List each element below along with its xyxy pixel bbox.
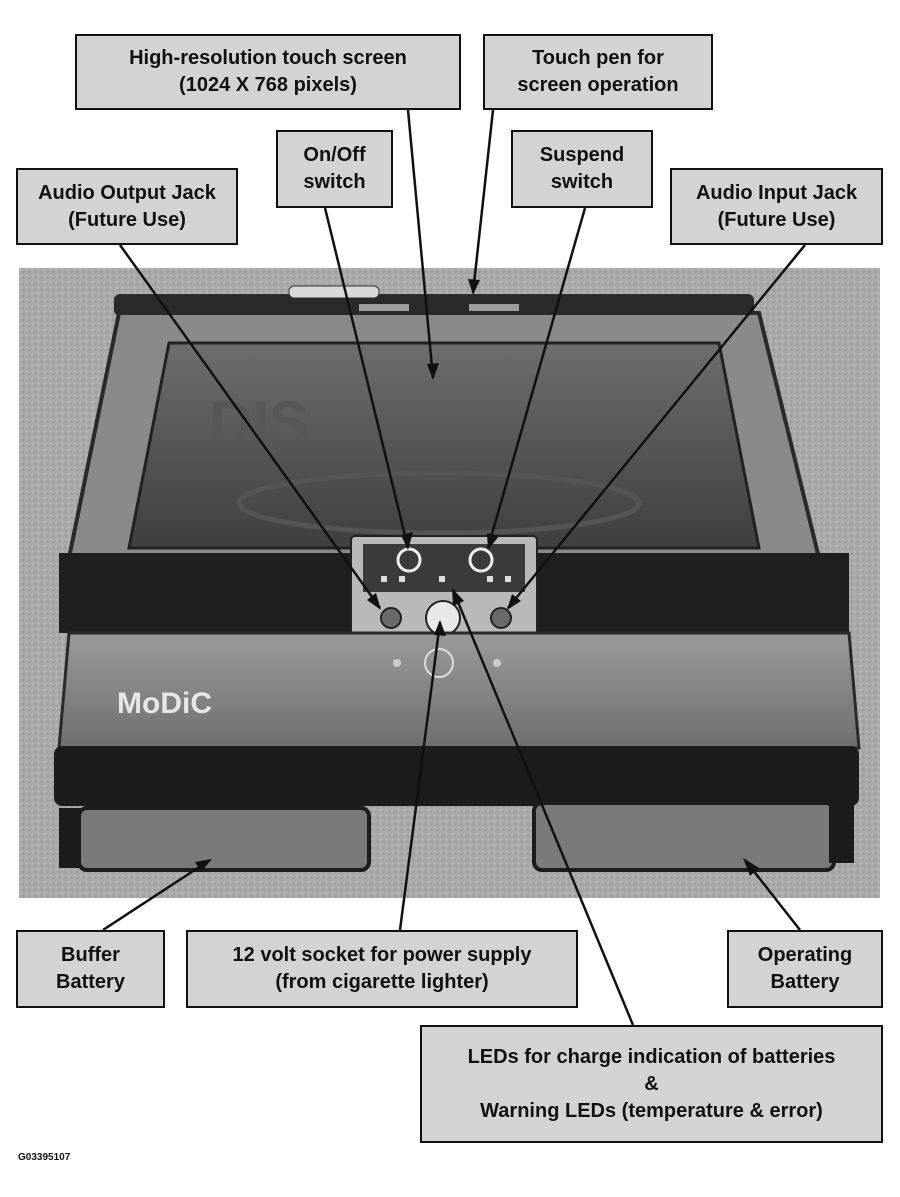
label-operating-battery-line2: Battery [770,971,840,993]
operating-battery [532,801,836,872]
figure-id: G03395107 [18,1152,71,1163]
power-socket [425,600,461,636]
label-operating-battery-line1: Operating [757,944,853,966]
label-onoff-line2: switch [303,171,366,193]
label-audio-input-line2: (Future Use) [717,208,836,231]
label-audio-output-line1: Audio Output Jack [38,181,216,204]
label-operating-battery: Operating Battery [727,930,883,1008]
front-bar [54,746,859,806]
label-buffer-battery-line1: Buffer [61,944,120,966]
svg-text:DIS: DIS [209,389,309,456]
label-power-socket-line1: 12 volt socket for power supply [232,944,532,966]
label-suspend-line2: switch [550,171,614,193]
label-suspend-switch: Suspend switch [511,130,653,208]
label-touch-pen-line2: screen operation [517,74,679,96]
label-power-socket-line2: (from cigarette lighter) [275,971,489,993]
label-buffer-battery: Buffer Battery [16,930,165,1008]
label-suspend-line1: Suspend [539,144,625,166]
label-leds-line2: & [644,1072,659,1095]
audio-input-jack [490,607,512,629]
label-leds: LEDs for charge indication of batteries … [420,1025,883,1143]
label-power-socket: 12 volt socket for power supply (from ci… [186,930,578,1008]
device-brand-logo: MoDiC [117,687,212,720]
label-buffer-battery-line2: Battery [56,971,125,993]
suspend-switch-knob [468,547,494,573]
label-leds-line1: LEDs for charge indication of batteries [467,1045,836,1068]
label-onoff-line1: On/Off [303,144,366,166]
label-audio-input: Audio Input Jack (Future Use) [670,168,883,245]
label-touch-screen-line2: (1024 X 768 pixels) [179,74,357,96]
buffer-battery [77,806,371,872]
audio-output-jack [380,607,402,629]
label-touch-screen: High-resolution touch screen (1024 X 768… [75,34,461,110]
label-audio-output-line2: (Future Use) [68,208,186,231]
leader-touch-pen [471,109,495,294]
touch-pen [288,285,380,299]
label-touch-pen-line1: Touch pen for [532,47,664,69]
label-audio-input-line1: Audio Input Jack [695,181,858,204]
label-touch-screen-line1: High-resolution touch screen [129,47,407,69]
device-photo: DIS MoDiC [19,268,880,898]
label-audio-output: Audio Output Jack (Future Use) [16,168,238,245]
label-leds-line3: Warning LEDs (temperature & error) [480,1099,823,1122]
label-onoff-switch: On/Off switch [276,130,393,208]
label-touch-pen: Touch pen for screen operation [483,34,713,110]
